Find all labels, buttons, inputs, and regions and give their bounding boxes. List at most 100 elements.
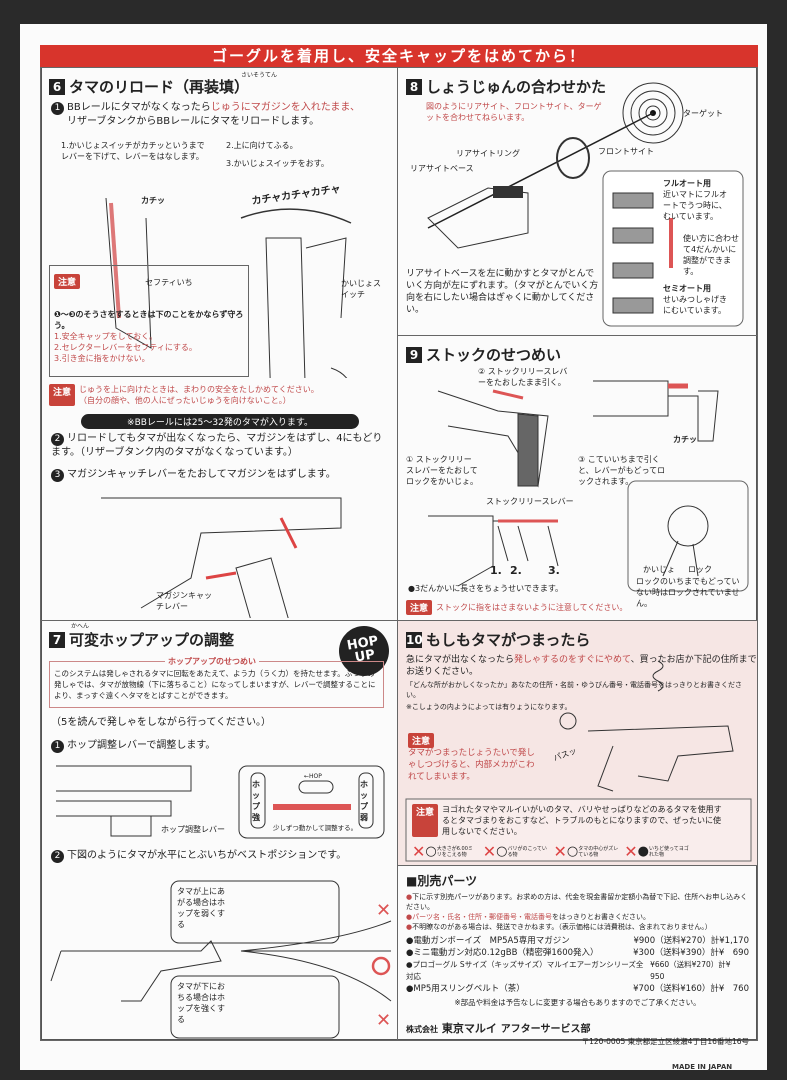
reload-illustration xyxy=(105,197,352,378)
bad-bb-list: ✕○大きさが6.00ミリをこえる物 ✕○バリがのこっている物 ✕○タマの中心がズ… xyxy=(412,842,689,861)
text: （自分の顔や、他の人にぜったいじゅうを向けないこと。） xyxy=(79,396,291,405)
text: ストックに指をはさまないように注意してください。 xyxy=(436,603,628,612)
caption: ③ こていいちまで引くと、レバーがもどってロックされます。 xyxy=(578,455,666,486)
box-title: ホップアップのせつめい xyxy=(165,656,259,667)
caution-badge: 注意 xyxy=(49,384,76,406)
text: じゅうを上に向けたときは、まわりの安全をたしかめてください。 xyxy=(79,385,319,394)
bad-bb-item: ✕●いちど使ってヨゴれた物 xyxy=(624,842,689,861)
x-icon: ✕ xyxy=(624,842,638,861)
step-1-icon: 1 xyxy=(51,102,64,115)
bb-icon: ○ xyxy=(566,844,579,859)
dirty-bb-icon: ● xyxy=(637,844,649,859)
jam-illustration xyxy=(405,660,752,862)
part-price: ¥300（送料¥390）計¥ 690 xyxy=(633,948,749,958)
label: ←HOP xyxy=(304,773,322,780)
text: 下図のようにタマが水平にとぶいちがベストポジションです。 xyxy=(67,850,347,861)
title-text: しょうじゅんの合わせかた xyxy=(426,78,607,96)
text: BBレールにタマがなくなったら xyxy=(67,102,211,113)
step-2-icon: 2 xyxy=(51,850,64,863)
bad-bb-item: ✕○タマの中心がズレている物 xyxy=(554,842,619,861)
caution-badge: 注意 xyxy=(408,733,435,748)
text: 発しゃするのをすぐにやめて xyxy=(514,655,631,665)
ruby: かへん xyxy=(71,623,90,630)
section-number: 7 xyxy=(49,631,65,648)
text: 大きさが6.00ミリをこえる物 xyxy=(436,845,473,858)
title-text: ストックのせつめい xyxy=(426,346,562,364)
step-3-icon: 3 xyxy=(51,469,64,482)
caution-badge: 注意 xyxy=(412,804,439,837)
label: フロントサイト xyxy=(598,147,654,156)
step-2-icon: 2 xyxy=(51,433,64,446)
caption: ① ストックリリースレバーをたおしてロックをかいじょ。 xyxy=(406,455,478,486)
text: ※こしょうの内ようによっては有りょうになります。 xyxy=(406,703,572,711)
label: ストックリリースレバー xyxy=(486,497,574,506)
good-mark xyxy=(371,956,391,976)
label: ターゲット xyxy=(683,109,723,118)
text: せいみつしゃげきにむいています。 xyxy=(663,295,727,315)
label: かいじょスイッチ xyxy=(341,279,381,299)
position-label: 1. xyxy=(490,564,502,577)
ruby: さいそうてん xyxy=(241,72,278,79)
text: 株式会社 xyxy=(406,1025,438,1034)
text: バリがのこっている物 xyxy=(507,845,547,858)
title-text: 可変ホップアップの調整 xyxy=(69,631,235,649)
label: ロック xyxy=(688,565,712,574)
text: 使い方に合わせて4だんかいに調整ができます。 xyxy=(683,234,739,276)
rule: 3.引き金に指をかけない。 xyxy=(54,354,150,363)
x-icon: ✕ xyxy=(553,842,567,861)
rule: 1.安全キャップをしておく。 xyxy=(54,332,158,341)
bb-icon: ○ xyxy=(496,844,508,859)
text: マガジンキャッチレバーをたおしてマガジンをはずします。 xyxy=(67,469,336,480)
title-text: タマのリロード（再装填） xyxy=(69,78,250,96)
caution-box: 注意 セフティいち ❶〜❸のそうさをするときは下のことをかならず守ろう。 1.安… xyxy=(49,265,249,377)
hop-weak-label: ホップ弱 xyxy=(360,780,368,822)
hopup-explanation-box: ホップアップのせつめい このシステムは発しゃされるタマに回転をあたえて、よう力（… xyxy=(49,656,384,708)
substep-3: 3.かいじょスイッチをおす。 xyxy=(226,159,329,168)
substep-2: 2.上に向けてふる。 xyxy=(226,141,298,150)
position-label: 2. xyxy=(510,564,522,577)
label: マガジンキャッチレバー xyxy=(156,591,212,611)
text: リロードしてもタマが出なくなったら、マガジンをはずし、4にもどります。（リザーブ… xyxy=(51,433,383,458)
x-icon: ✕ xyxy=(482,842,497,861)
text: タマが下におちる場合はホップを強くする xyxy=(177,982,225,1024)
part-price: ¥900（送料¥270）計¥1,170 xyxy=(633,936,749,946)
text: タマの中心がズレている物 xyxy=(578,845,619,858)
bad-mark: ✕ xyxy=(376,900,391,921)
text: じゅうにマガジンを入れたまま、 xyxy=(210,102,361,113)
part-row: ●電動ガンボーイズ MP5A5専用マガジン¥900（送料¥270）計¥1,170 xyxy=(406,935,749,947)
bad-mark: ✕ xyxy=(376,1010,391,1031)
part-row: ●ミニ電動ガン対応0.12gBB（精密弾1600発入）¥300（送料¥390）計… xyxy=(406,947,749,959)
body-text: リアサイトベースを左に動かすとタマがとんでいく方向が左にずれます。（タマがとんで… xyxy=(406,269,599,315)
rule: 2.セレクターレバーをセフティにする。 xyxy=(54,343,197,352)
safety-banner: ゴーグルを着用し、安全キャップをはめてから！ xyxy=(40,45,758,67)
text: 急にタマが出なくなったら xyxy=(406,655,515,665)
text: ●3だんかいに長さをちょうせいできます。 xyxy=(408,584,564,593)
part-name: ●MP5用スリングベルト（茶） xyxy=(406,984,525,994)
label: ホップ調整レバー xyxy=(161,825,225,834)
company-name: 東京マルイ xyxy=(441,1022,497,1035)
bb-icon: ○ xyxy=(425,844,437,859)
label: リアサイトベース xyxy=(410,164,474,173)
label: かいじょ xyxy=(643,565,675,574)
section-number: 10 xyxy=(406,631,423,648)
lead-text: 図のようにリアサイト、フロントサイト、ターゲットを合わせてねらいます。 xyxy=(426,102,602,122)
part-price: ¥700（送料¥160）計¥ 760 xyxy=(633,984,749,994)
section-title: ■別売パーツ xyxy=(406,874,478,888)
section-number: 9 xyxy=(406,346,422,363)
label: セミオート用 xyxy=(663,284,711,293)
text: パーツ名・氏名・住所・郵便番号・電話番号 xyxy=(412,913,552,921)
title-text: もしもタマがつまったら xyxy=(426,631,591,649)
text: タマが上にあがる場合はホップを弱くする xyxy=(177,887,225,929)
text: （5を読んで発しゃをしながら行ってください。） xyxy=(51,717,272,728)
made-in-japan: MADE IN JAPAN xyxy=(672,1063,733,1071)
section-number: 6 xyxy=(49,78,65,95)
label: リアサイトリング xyxy=(456,149,520,158)
label: 少しずつ動かして調整する。 xyxy=(273,824,358,832)
